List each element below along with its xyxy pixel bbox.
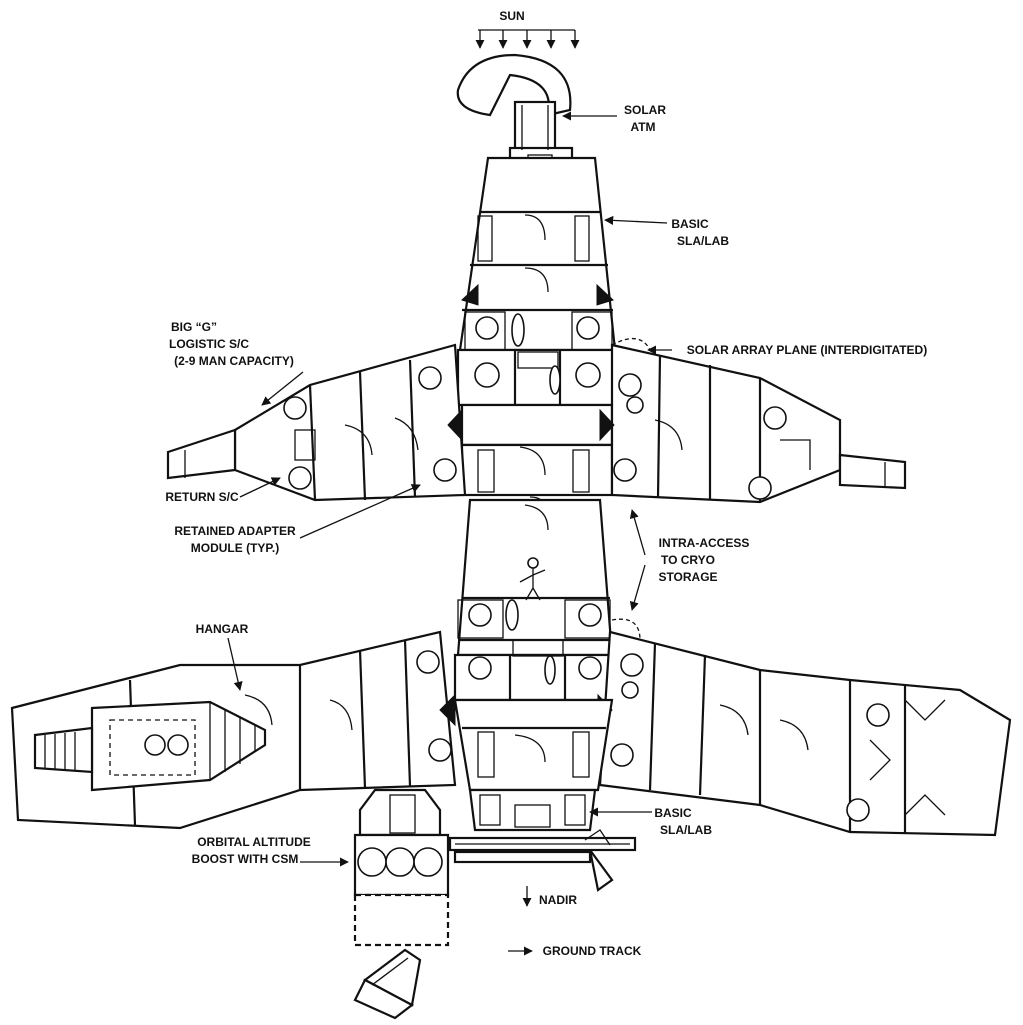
label-big-g-3: (2-9 MAN CAPACITY) [174,354,294,368]
upper-right-wing [599,338,907,504]
leader-lines [227,111,672,956]
csm-boost-module [353,788,450,1020]
label-ground-track: GROUND TRACK [543,944,642,958]
label-basic-top-1: BASIC [671,217,709,231]
label-solar-atm-1: SOLAR [624,103,666,117]
middle-cryo-module [453,498,641,702]
label-basic-bot-2: SLA/LAB [660,823,712,837]
label-retained-2: MODULE (TYP.) [191,541,279,555]
label-solar-array: SOLAR ARRAY PLANE (INTERDIGITATED) [687,343,927,357]
label-intra-3: STORAGE [658,570,717,584]
label-solar-atm-2: ATM [630,120,655,134]
label-basic-bot-1: BASIC [654,806,692,820]
label-intra-2: TO CRYO [661,553,715,567]
label-nadir: NADIR [539,893,577,907]
sun-rays-icon [475,29,580,49]
boom-truss [448,829,637,892]
lower-sla-lab-module [453,698,614,832]
label-orbital-1: ORBITAL ALTITUDE [197,835,311,849]
label-sun: SUN [499,9,524,23]
label-intra-1: INTRA-ACCESS [659,536,750,550]
label-orbital-2: BOOST WITH CSM [192,852,299,866]
big-g-logistic-wing [166,343,467,502]
label-big-g-2: LOGISTIC S/C [169,337,249,351]
central-node-upper [456,348,617,511]
hangar-module [10,630,457,830]
label-big-g-1: BIG “G” [171,320,217,334]
label-basic-top-2: SLA/LAB [677,234,729,248]
labels: SUN SOLAR ATM BASIC SLA/LAB BIG “G” LOGI… [165,9,927,958]
label-hangar: HANGAR [196,622,249,636]
label-retained-1: RETAINED ADAPTER [174,524,296,538]
label-return-sc: RETURN S/C [165,490,239,504]
lower-right-wing [597,630,1012,837]
upper-sla-lab-module [458,156,617,352]
